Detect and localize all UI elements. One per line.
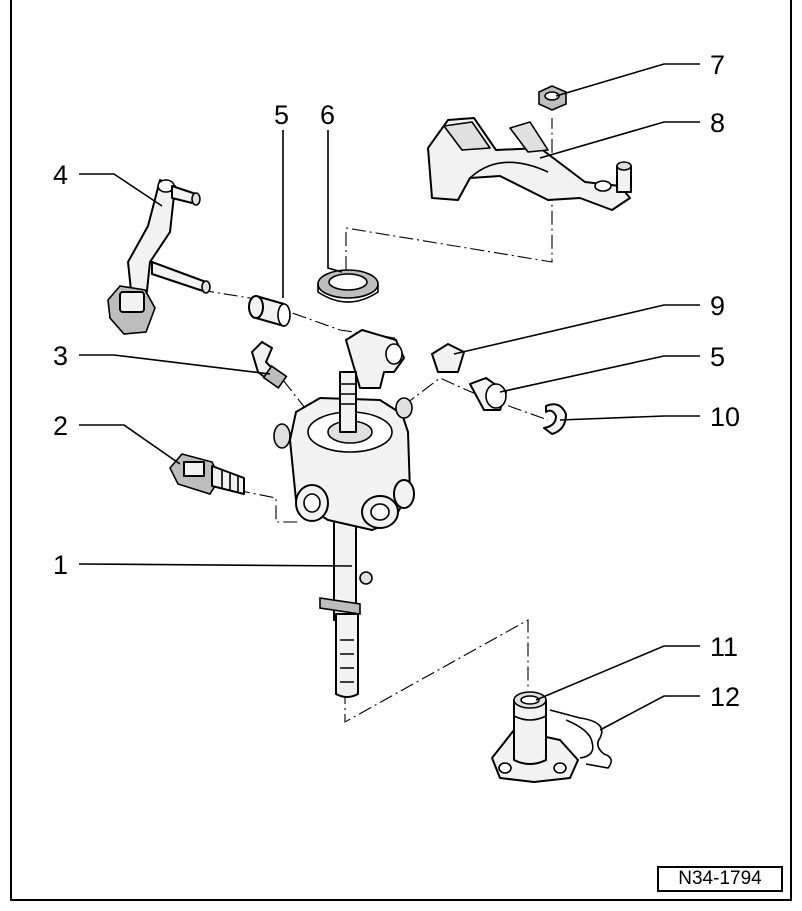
callout-numbers: 1 2 3 4 5 5 6 7 8 9 10 11 12 — [53, 50, 740, 712]
callout-10: 10 — [710, 402, 740, 432]
callout-4: 4 — [53, 160, 68, 190]
part-5-bush-right — [469, 377, 507, 411]
part-4-selector-lever — [107, 179, 211, 335]
drawing-frame — [10, 0, 792, 901]
callout-3: 3 — [53, 341, 68, 371]
part-9-bush — [431, 343, 465, 373]
callout-6: 6 — [320, 100, 335, 130]
callout-1: 1 — [53, 550, 68, 580]
part-8-gear-lever — [427, 117, 632, 211]
part-12-clip — [549, 709, 612, 769]
callout-5-left: 5 — [274, 100, 289, 130]
leader-lines — [78, 63, 700, 731]
callout-9: 9 — [710, 291, 725, 321]
part-6-seal — [317, 269, 379, 303]
part-10-circlip — [543, 403, 567, 435]
callout-12: 12 — [710, 682, 740, 712]
part-3-breather — [251, 341, 288, 390]
part-2-switch — [169, 453, 245, 495]
callout-7: 7 — [710, 50, 725, 80]
part-1-selector-housing — [273, 329, 415, 698]
drawing-reference-number: N34-1794 — [657, 866, 783, 892]
part-11-cover — [491, 691, 579, 783]
callout-11: 11 — [710, 632, 738, 662]
part-5-bush-left — [248, 295, 291, 327]
callout-5-right: 5 — [710, 342, 725, 372]
part-7-nut — [538, 85, 567, 111]
callout-2: 2 — [53, 411, 68, 441]
callout-8: 8 — [710, 108, 725, 138]
